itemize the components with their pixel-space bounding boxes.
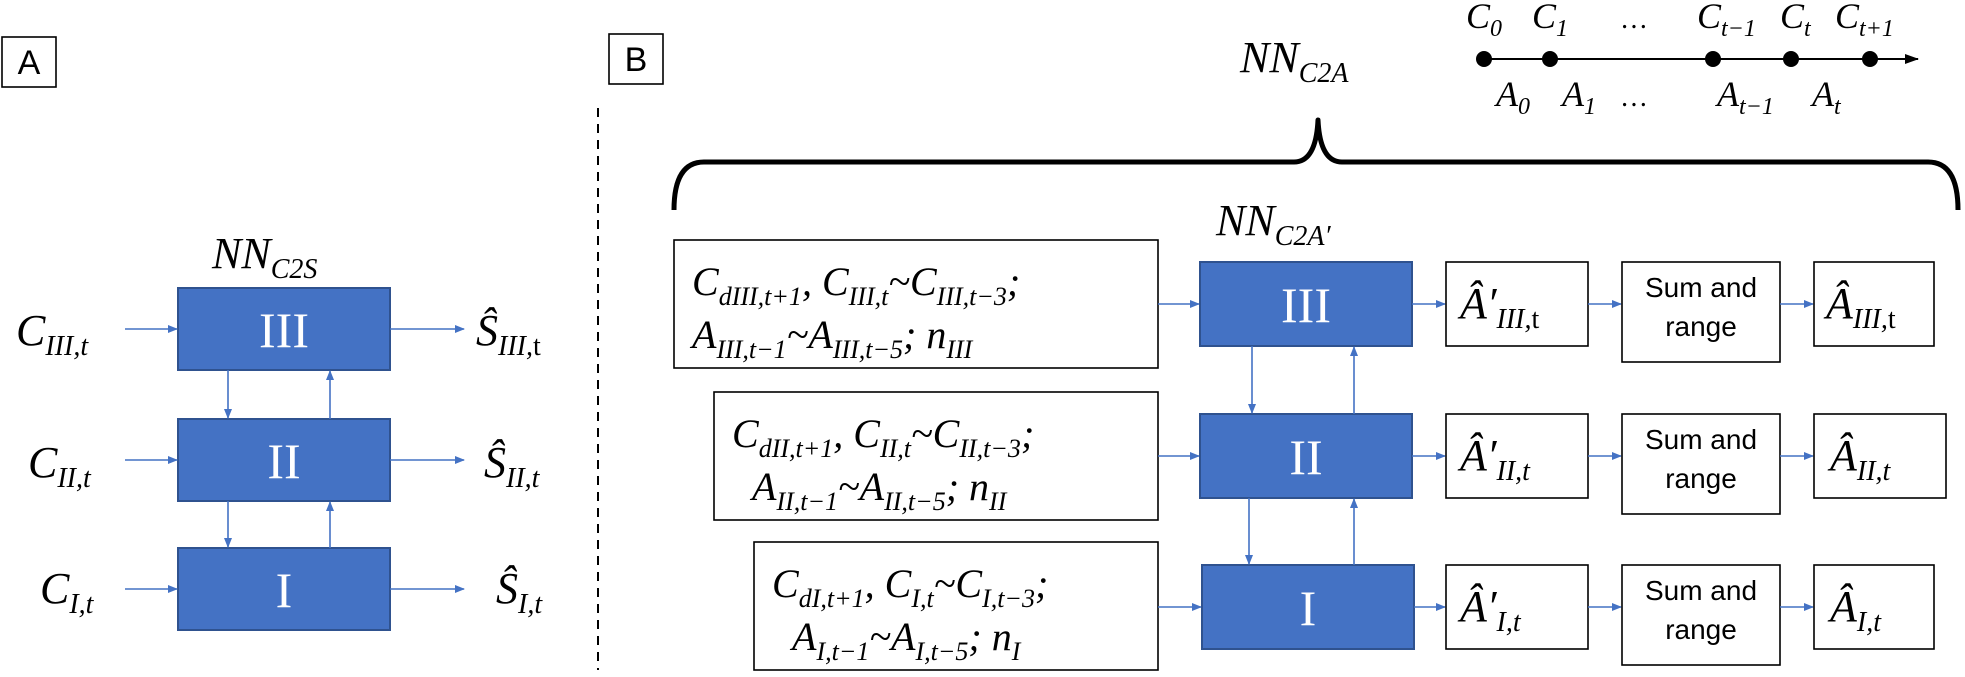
svg-text:Â′III,t: Â′III,t [1457, 279, 1540, 335]
svg-text:range: range [1665, 614, 1737, 645]
svg-text:CdII,t+1, CII,t~CII,t−3;: CdII,t+1, CII,t~CII,t−3; [732, 411, 1034, 463]
svg-text:A: A [18, 44, 41, 82]
svg-text:AII,t−1~AII,t−5; nII: AII,t−1~AII,t−5; nII [749, 464, 1008, 516]
svg-text:AI,t−1~AI,t−5; nI: AI,t−1~AI,t−5; nI [789, 614, 1022, 666]
c2s-input-i: CI,t [40, 564, 95, 620]
prelim-output-i: Â′I,t [1445, 564, 1589, 650]
c2s-output-iii: ŜIII,t [476, 306, 541, 362]
svg-text:Â′II,t: Â′II,t [1457, 431, 1531, 487]
nn-c2a-brace [671, 117, 1961, 211]
svg-text:I: I [276, 562, 293, 618]
timeline-node-ct [1783, 51, 1799, 67]
svg-text:Sum and: Sum and [1645, 575, 1757, 606]
c2a-box-ii: II [1199, 413, 1413, 499]
svg-text:II: II [1289, 429, 1322, 485]
c2s-box-i: I [177, 547, 391, 631]
svg-text:III: III [1281, 277, 1331, 333]
c2s-box-ii: II [177, 418, 391, 502]
svg-text:CdIII,t+1, CIII,t~CIII,t−3;: CdIII,t+1, CIII,t~CIII,t−3; [692, 259, 1020, 311]
svg-text:CdI,t+1, CI,t~CI,t−3;: CdI,t+1, CI,t~CI,t−3; [772, 561, 1048, 613]
timeline-node-ct+1 [1862, 51, 1878, 67]
final-output-iii: ÂIII,t [1813, 261, 1935, 347]
timeline-node-c1 [1542, 51, 1558, 67]
timeline-ct+1: Ct+1 [1835, 0, 1894, 42]
svg-text:III: III [259, 302, 309, 358]
svg-text:Â′I,t: Â′I,t [1457, 582, 1522, 638]
final-output-ii: ÂII,t [1813, 413, 1947, 499]
prelim-output-iii: Â′III,t [1445, 261, 1589, 347]
svg-text:I: I [1300, 580, 1317, 636]
timeline-node-c0 [1476, 51, 1492, 67]
final-output-i: ÂI,t [1813, 564, 1935, 650]
timeline: C0 C1 … Ct−1 Ct Ct+1 A0 A1 … At−1 At [1466, 0, 1919, 120]
nn-c2a-title: NNC2A [1239, 33, 1349, 89]
svg-text:Sum and: Sum and [1645, 272, 1757, 303]
svg-text:II: II [267, 433, 300, 489]
nn-c2s-title: NNC2S [211, 229, 317, 285]
timeline-c-ellipsis: … [1622, 4, 1647, 35]
svg-text:ÂIII,t: ÂIII,t [1823, 279, 1896, 335]
nn-c2a-prime-title: NNC2A′ [1215, 196, 1331, 252]
svg-text:ÂI,t: ÂI,t [1827, 582, 1882, 638]
sum-range-iii: Sum and range [1621, 261, 1781, 363]
prelim-output-ii: Â′II,t [1445, 413, 1589, 499]
svg-text:ÂII,t: ÂII,t [1827, 431, 1892, 487]
svg-text:range: range [1665, 463, 1737, 494]
svg-text:AIII,t−1~AIII,t−5; nIII: AIII,t−1~AIII,t−5; nIII [689, 312, 974, 364]
c2s-box-iii: III [177, 287, 391, 371]
c2a-input-ii: CdII,t+1, CII,t~CII,t−3; AII,t−1~AII,t−5… [713, 391, 1159, 521]
c2s-input-ii: CII,t [28, 438, 92, 494]
timeline-ct-1: Ct−1 [1697, 0, 1756, 42]
timeline-c0: C0 [1466, 0, 1502, 42]
timeline-a1: A1 [1560, 74, 1596, 120]
svg-text:Sum and: Sum and [1645, 424, 1757, 455]
sum-range-ii: Sum and range [1621, 413, 1781, 515]
panel-b-label: B [608, 33, 664, 85]
c2a-box-i: I [1201, 564, 1415, 650]
c2s-output-ii: ŜII,t [484, 438, 541, 494]
timeline-a0: A0 [1494, 74, 1530, 120]
c2a-box-iii: III [1199, 261, 1413, 347]
svg-text:range: range [1665, 311, 1737, 342]
svg-text:B: B [625, 41, 648, 79]
timeline-at-1: At−1 [1715, 74, 1774, 120]
c2a-input-iii: CdIII,t+1, CIII,t~CIII,t−3; AIII,t−1~AII… [673, 239, 1159, 369]
timeline-c1: C1 [1532, 0, 1568, 42]
timeline-a-ellipsis: … [1622, 82, 1647, 113]
c2s-output-i: ŜI,t [496, 564, 543, 620]
timeline-node-ct-1 [1705, 51, 1721, 67]
timeline-at: At [1810, 74, 1842, 120]
c2s-input-iii: CIII,t [16, 306, 89, 362]
timeline-ct: Ct [1780, 0, 1812, 42]
sum-range-i: Sum and range [1621, 564, 1781, 666]
c2a-input-i: CdI,t+1, CI,t~CI,t−3; AI,t−1~AI,t−5; nI [753, 541, 1159, 671]
panel-a-label: A [1, 36, 57, 88]
